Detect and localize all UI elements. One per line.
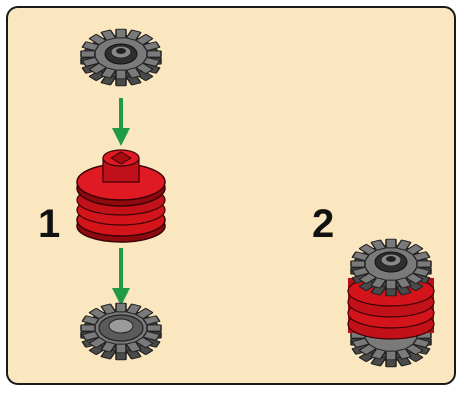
red-spool-icon [76,149,166,243]
assembly-illustration [76,28,435,368]
instruction-panel: 1 2 [6,6,456,385]
bottom-gear-icon [80,302,162,361]
arrow-down-icon [112,98,130,146]
arrow-down-icon [112,248,130,306]
step-number-2: 2 [312,202,335,246]
assembled-gear-spool-icon [347,238,435,368]
step-number-1: 1 [38,202,61,246]
